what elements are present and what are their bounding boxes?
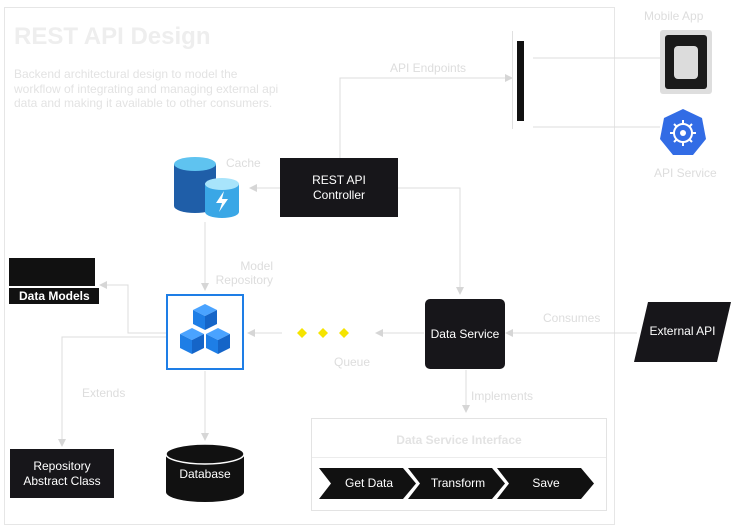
diagram-title: REST API Design — [14, 23, 211, 50]
label-implements: Implements — [471, 389, 534, 403]
database-node[interactable]: Database — [164, 442, 246, 504]
database-label: Database — [179, 467, 231, 481]
diagram-description: Backend architectural design to model th… — [14, 67, 279, 110]
step-get-data-shape — [319, 468, 416, 499]
edge-repository-abstract — [58, 336, 167, 447]
interface-steps: Get Data Transform Save — [319, 468, 599, 499]
repository-icon[interactable] — [166, 294, 244, 370]
label-extends: Extends — [82, 386, 126, 400]
interface-title: Data Service Interface — [396, 433, 522, 447]
edge-controller-dataservice — [398, 187, 464, 295]
step-transform[interactable]: Transform — [430, 476, 486, 490]
label-queue: Queue — [334, 355, 371, 369]
repository-abstract-class[interactable]: Repository Abstract Class — [10, 449, 114, 498]
cache-icon[interactable] — [172, 154, 242, 220]
data-models-node[interactable]: Data Models — [9, 258, 99, 306]
step-get-data[interactable]: Get Data — [344, 476, 394, 490]
api-service-label: API Service — [654, 166, 717, 180]
label-cache: Cache — [226, 156, 261, 170]
diagram-frame — [4, 7, 615, 525]
data-service-interface[interactable]: Data Service Interface — [311, 418, 607, 511]
mobile-app-label: Mobile App — [644, 9, 704, 23]
edge-controller-endpoints — [339, 74, 513, 158]
mobile-app-icon[interactable] — [660, 30, 712, 94]
api-endpoints-bar[interactable] — [512, 31, 533, 129]
data-service-node[interactable]: Data Service — [425, 299, 505, 369]
rest-api-controller[interactable]: REST API Controller — [280, 158, 398, 217]
label-consumes: Consumes — [543, 311, 601, 325]
rest-api-controller-label: REST API Controller — [312, 172, 366, 202]
api-service-icon[interactable] — [658, 108, 708, 158]
step-save-shape — [497, 468, 594, 499]
edge-repository-datamodels — [99, 281, 167, 334]
data-service-label: Data Service — [430, 326, 500, 341]
step-save[interactable]: Save — [532, 476, 560, 490]
data-models-label: Data Models — [19, 289, 90, 303]
queue-dots[interactable] — [296, 326, 356, 338]
step-transform-shape — [408, 468, 505, 499]
label-model-repository: Model Repository — [215, 259, 273, 287]
repository-abstract-label: Repository Abstract Class — [23, 458, 101, 488]
external-api-node[interactable]: External API — [634, 302, 731, 362]
label-api-endpoints: API Endpoints — [390, 61, 467, 75]
external-api-label: External API — [649, 324, 716, 338]
